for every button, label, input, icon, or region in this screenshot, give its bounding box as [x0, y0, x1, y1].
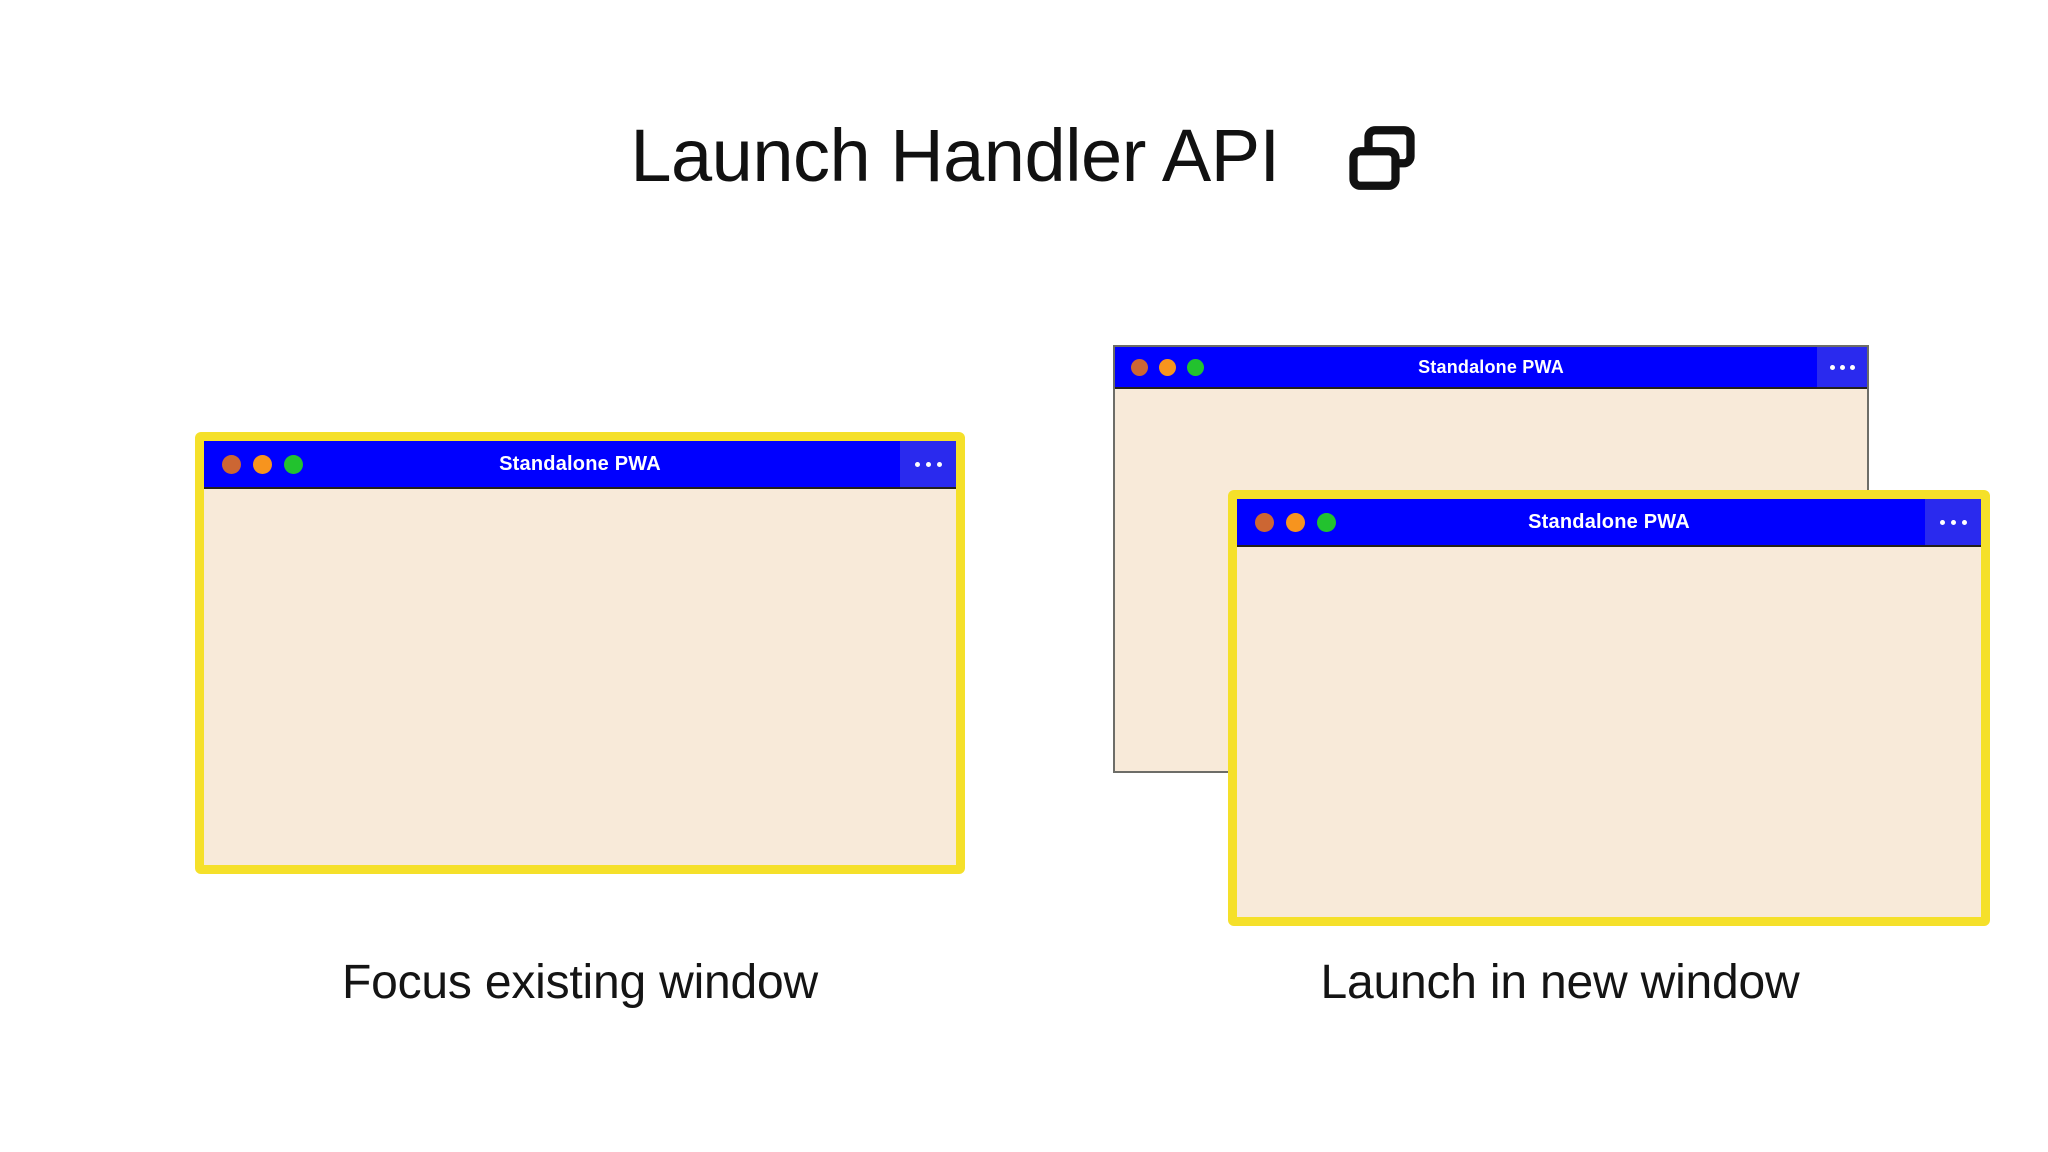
maximize-icon[interactable] — [284, 454, 303, 474]
caption-focus-existing: Focus existing window — [341, 956, 818, 1009]
menu-dot — [936, 461, 942, 467]
window-titlebar[interactable]: Standalone PWA — [1237, 499, 1981, 547]
window-title: Standalone PWA — [1528, 510, 1690, 533]
window-inner: Standalone PWA — [204, 441, 956, 865]
window-inner: Standalone PWA — [1237, 499, 1981, 917]
close-icon[interactable] — [1255, 512, 1274, 532]
window-titlebar[interactable]: Standalone PWA — [204, 441, 956, 489]
caption-launch-new: Launch in new window — [1320, 956, 1800, 1009]
traffic-lights — [204, 454, 303, 474]
maximize-icon[interactable] — [1187, 358, 1204, 376]
minimize-icon[interactable] — [1286, 512, 1305, 532]
slide-header: Launch Handler API — [0, 118, 2048, 194]
window-title: Standalone PWA — [499, 452, 661, 475]
minimize-icon[interactable] — [1159, 358, 1176, 376]
window-content-area — [1237, 547, 1981, 917]
multi-window-icon — [1348, 126, 1415, 190]
menu-dot — [1849, 364, 1855, 370]
menu-dot — [1839, 364, 1845, 370]
overflow-menu-icon[interactable] — [900, 441, 956, 487]
traffic-lights — [1115, 358, 1204, 376]
menu-dot — [1939, 519, 1945, 525]
page-title: Launch Handler API — [630, 114, 1280, 197]
menu-dot — [1961, 519, 1967, 525]
menu-dot — [1950, 519, 1956, 525]
maximize-icon[interactable] — [1317, 512, 1336, 532]
window-focus-existing[interactable]: Standalone PWA — [195, 432, 965, 874]
window-content-area — [204, 489, 956, 865]
window-title: Standalone PWA — [1418, 356, 1564, 377]
menu-dot — [914, 461, 920, 467]
traffic-lights — [1237, 512, 1336, 532]
menu-dot — [925, 461, 931, 467]
close-icon[interactable] — [1131, 358, 1148, 376]
overflow-menu-icon[interactable] — [1817, 347, 1867, 387]
minimize-icon[interactable] — [253, 454, 272, 474]
window-titlebar[interactable]: Standalone PWA — [1115, 347, 1867, 389]
menu-dot — [1829, 364, 1835, 370]
overflow-menu-icon[interactable] — [1925, 499, 1981, 545]
window-launch-new[interactable]: Standalone PWA — [1228, 490, 1990, 926]
close-icon[interactable] — [222, 454, 241, 474]
